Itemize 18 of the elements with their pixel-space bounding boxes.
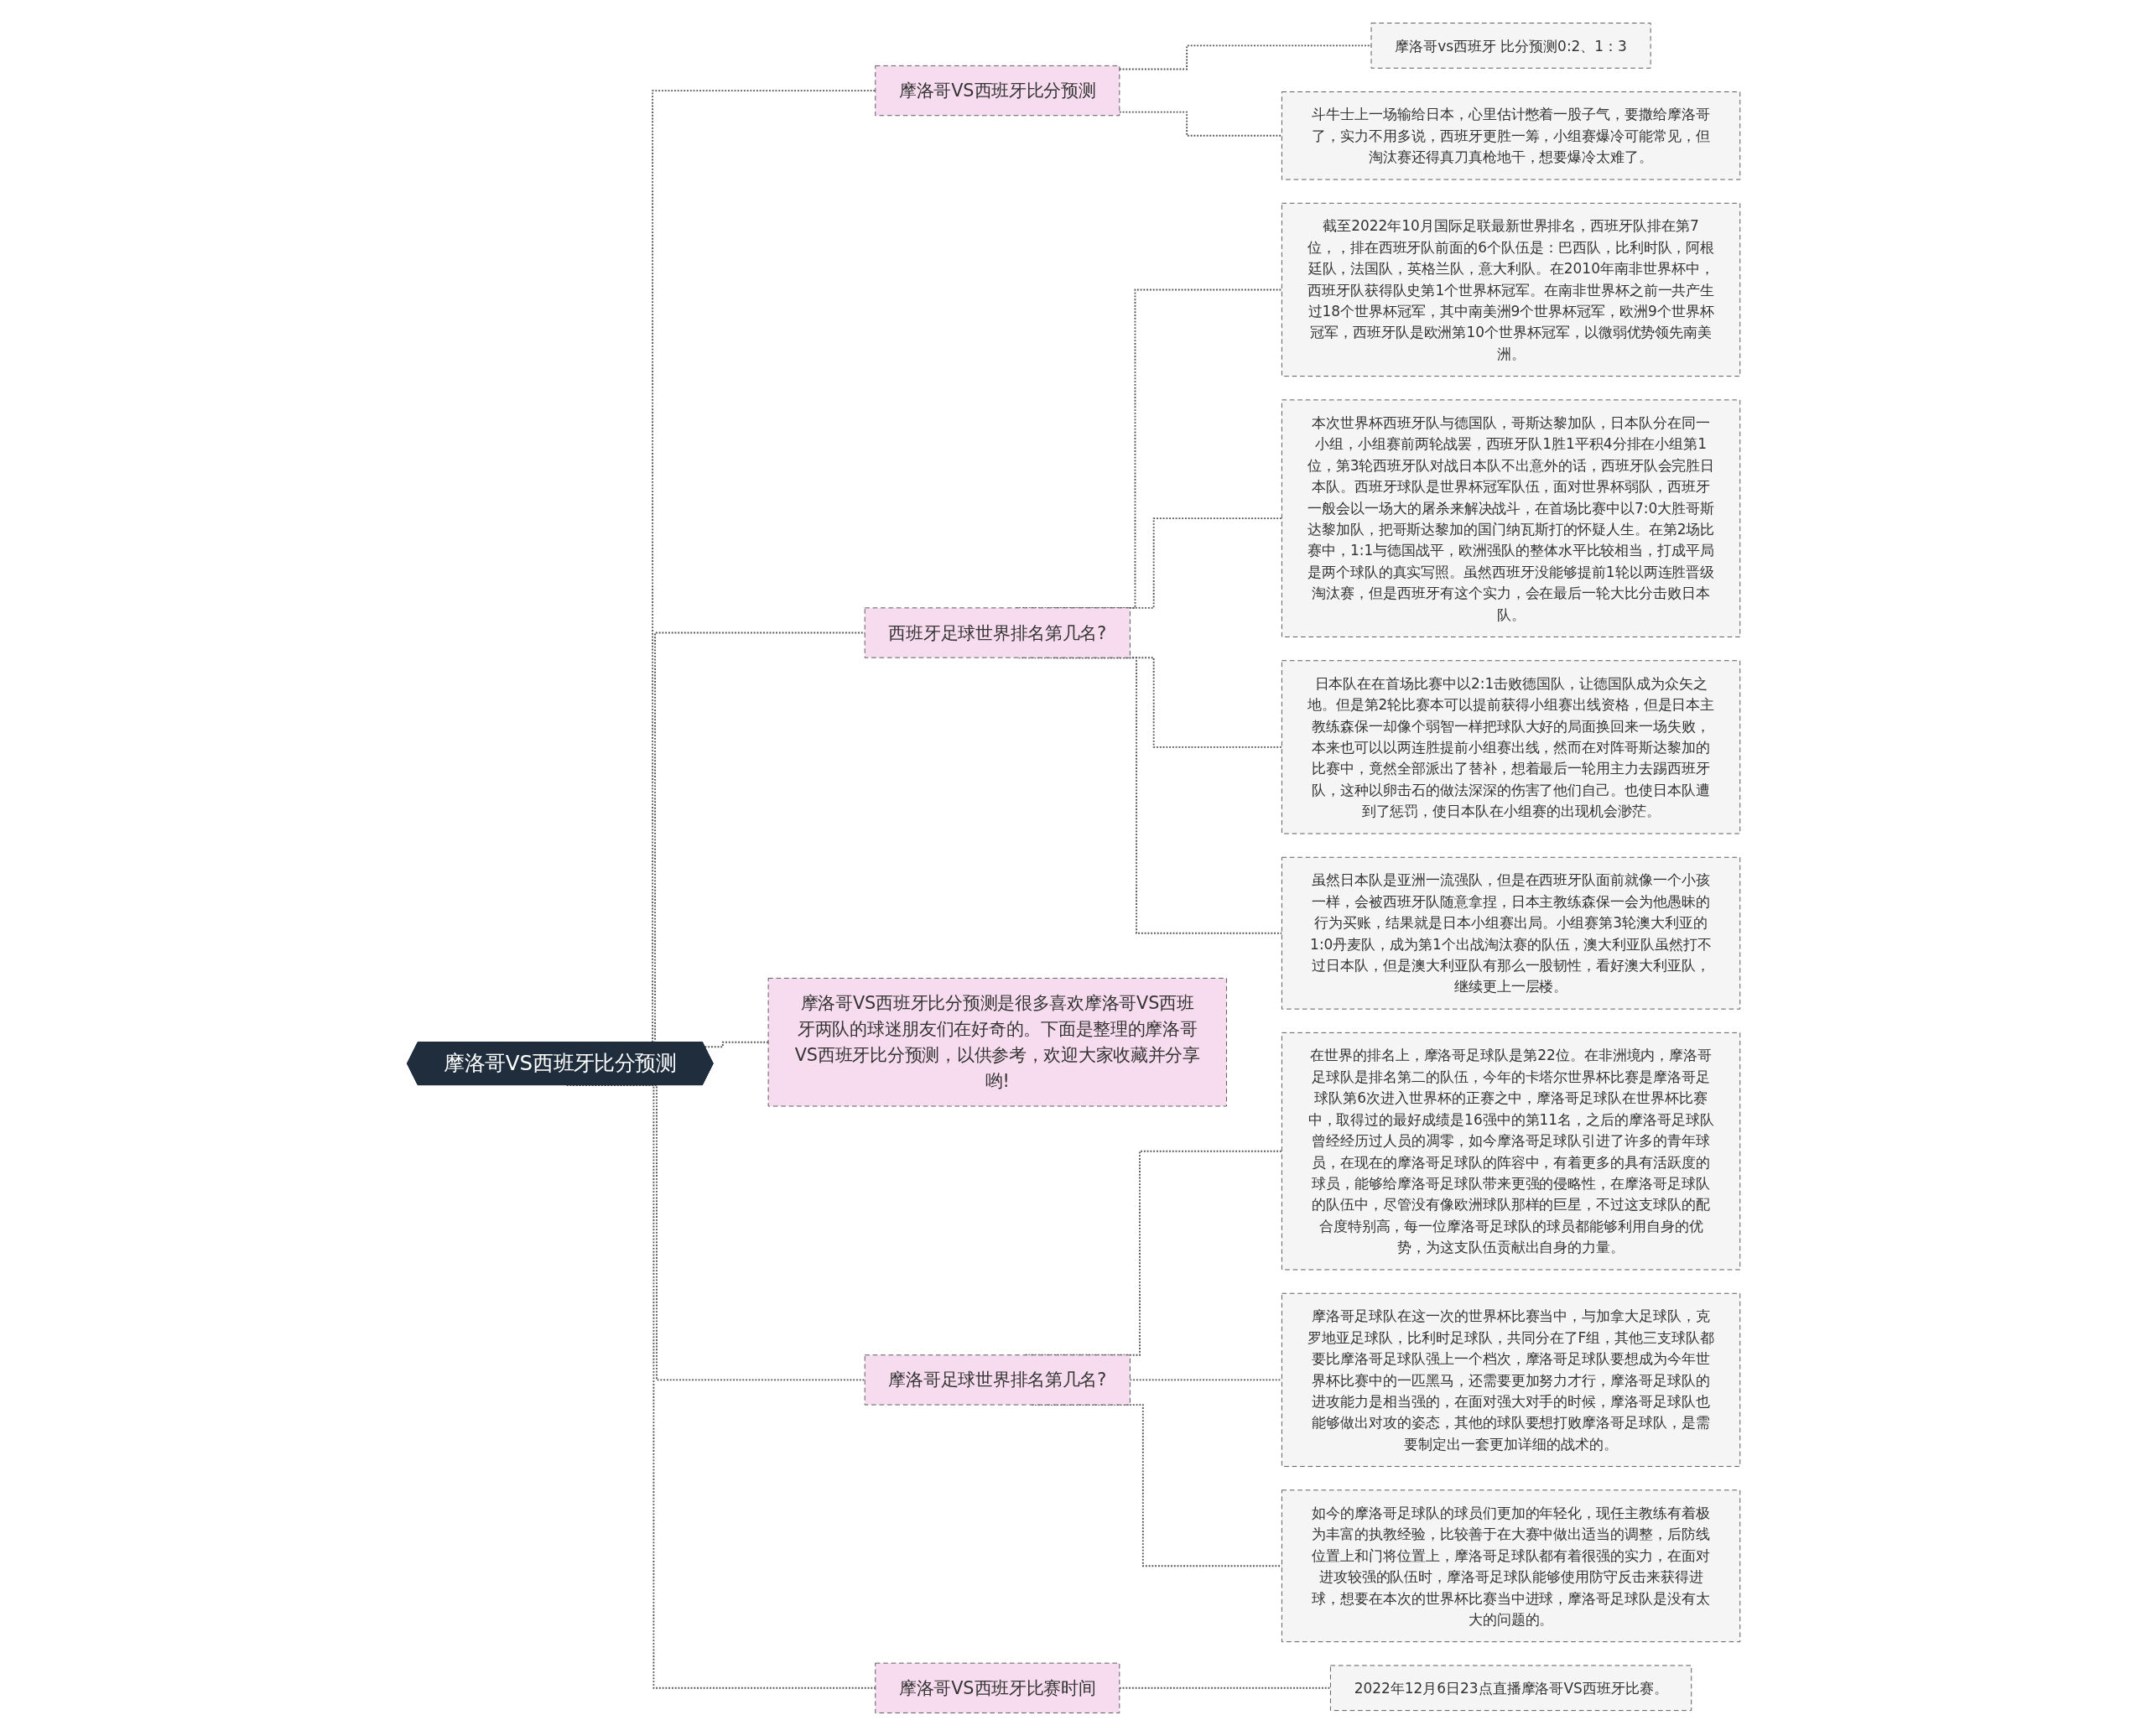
node-box: 在世界的排名上，摩洛哥足球队是第22位。在非洲境内，摩洛哥足球队是排名第二的队伍，今年的卡塔尔世界杯比赛是摩洛哥足球队第6次进入世界杯的正赛之中，摩洛哥足球队在世界杯比赛中，取得过的最好成绩是16强中的第11名，之后的摩洛哥足球队曾经经历过人员的凋零，如今摩洛哥足球队引进了许多的青年球员，在现在的摩洛哥足球队的阵容中，有着更多的具有活跃度的球员，能够给摩洛哥足球队带来更强的侵略性，在摩洛哥足球队的队伍中，尽管没有像欧洲球队那样的巨星，不过这支球队的配合度特别高，每一位摩洛哥足球队的球员都能够利用自身的优势，为这支队伍贡献出自身的力量。 [1281, 1032, 1741, 1271]
node-box: 摩洛哥足球世界排名第几名? [864, 1354, 1131, 1406]
node-box: 2022年12月6日23点直播摩洛哥VS西班牙比赛。 [1329, 1665, 1692, 1712]
node-box: 虽然日本队是亚洲一流强队，但是在西班牙队面前就像一个小孩一样，会被西班牙队随意拿捏，日本主教练森保一会为他愚昧的行为买账，结果就是日本小组赛出局。小组赛第3轮澳大利亚的1:0丹麦队，成为第1个出战淘汰赛的队伍，澳大利亚队虽然打不过日本队，但是澳大利亚队有那么一股韧性，看好澳大利亚队，继续更上一层楼。 [1281, 856, 1741, 1010]
connector [1118, 1687, 1332, 1689]
node-box: 摩洛哥VS西班牙比分预测是很多喜欢摩洛哥VS西班牙两队的球迷朋友们在好奇的。下面是整理的摩洛哥VS西班牙比分预测，以供参考，欢迎大家收藏并分享哟! [767, 977, 1227, 1107]
node-box: 摩洛哥足球队在这一次的世界杯比赛当中，与加拿大足球队，克罗地亚足球队，比利时足球队，共同分在了F组，其他三支球队都要比摩洛哥足球队强上一个档次，摩洛哥足球队要想成为今年世界杯比赛中的一匹黑马，还需要更加努力才行，摩洛哥足球队的进攻能力是相当强的，在面对强大对手的时候，摩洛哥足球队也能够做出对攻的姿态，其他的球队要想打败摩洛哥足球队，是需要制定出一套更加详细的战术的。 [1281, 1292, 1741, 1467]
node-box: 日本队在在首场比赛中以2:1击败德国队，让德国队成为众矢之地。但是第2轮比赛本可以提前获得小组赛出线资格，但是日本主教练森保一却像个弱智一样把球队大好的局面换回来一场失败，本来也可以以两连胜提前小组赛出线，然而在对阵哥斯达黎加的比赛中，竟然全部派出了替补，想着最后一轮用主力去踢西班牙队，这种以卵击石的做法深深的伤害了他们自己。也使日本队遭到了惩罚，使日本队在小组赛的出现机会渺茫。 [1281, 660, 1741, 834]
connector [1118, 44, 1372, 70]
node-box: 如今的摩洛哥足球队的球员们更加的年轻化，现任主教练有着极为丰富的执教经验，比较善于在大赛中做出适当的调整，后防线位置上和门将位置上，摩洛哥足球队都有着很强的实力，在面对进攻较强的队伍时，摩洛哥足球队能够使用防守反击来获得进球，想要在本次的世界杯比赛当中进球，摩洛哥足球队是没有太大的问题的。 [1281, 1489, 1741, 1643]
node-box: 截至2022年10月国际足联最新世界排名，西班牙队排在第7位，，排在西班牙队前面的6个队伍是：巴西队，比利时队，阿根廷队，法国队，英格兰队，意大利队。在2010年南非世界杯中，西班牙队获得队史第1个世界杯冠军。在南非世界杯之前一共产生过18个世界杯冠军，其中南美洲9个世界杯冠军，欧洲9个世界杯冠军，西班牙队是欧洲第10个世界杯冠军，以微弱优势领先南美洲。 [1281, 202, 1741, 377]
connector [1118, 111, 1283, 137]
node-box: 斗牛士上一场输给日本，心里估计憋着一股子气，要撒给摩洛哥了，实力不用多说，西班牙更胜一筹，小组赛爆冷可能常见，但淘汰赛还得真刀真枪地干，想要爆冷太难了。 [1281, 91, 1741, 180]
node-box: 西班牙足球世界排名第几名? [864, 607, 1131, 658]
node-box: 摩洛哥VS西班牙比赛时间 [875, 1662, 1120, 1713]
node-box: 摩洛哥vs西班牙 比分预测0:2、1：3 [1370, 23, 1651, 69]
node-box: 摩洛哥VS西班牙比分预测 [875, 65, 1120, 117]
node-box: 本次世界杯西班牙队与德国队，哥斯达黎加队，日本队分在同一小组，小组赛前两轮战罢，西班牙队1胜1平积4分排在小组第1位，第3轮西班牙队对战日本队不出意外的话，西班牙队会完胜日本队。西班牙球队是世界杯冠军队伍，面对世界杯弱队，西班牙一般会以一场大的屠杀来解决战斗，在首场比赛中以7:0大胜哥斯达黎加队，把哥斯达黎加的国门纳瓦斯打的怀疑人生。在第2场比赛中，1:1与德国战平，欧洲强队的整体水平比较相当，打成平局是两个球队的真实写照。虽然西班牙没能够提前1轮以两连胜晋级淘汰赛，但是西班牙有这个实力，会在最后一轮大比分击败日本队。 [1281, 399, 1741, 637]
